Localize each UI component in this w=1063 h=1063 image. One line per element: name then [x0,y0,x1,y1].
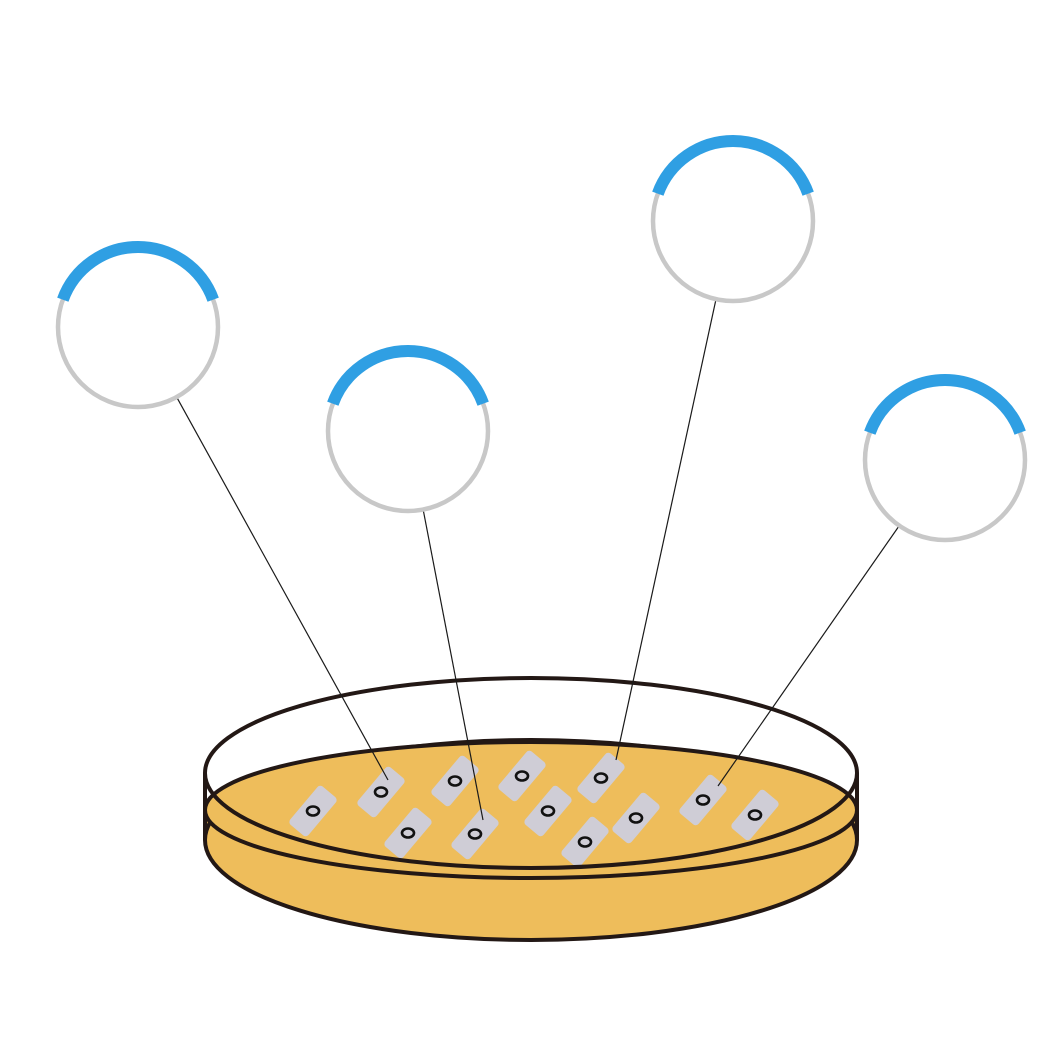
bacterium-body [451,808,499,860]
bacterium-plasmid-icon [400,827,416,839]
bacterium-body [524,785,572,837]
leader-lines [176,299,900,821]
bacterium-icon [289,785,337,837]
bacterium-plasmid-icon [540,805,556,817]
bacterium-plasmid-icon [373,786,389,798]
petri-dish-icon [203,676,859,942]
bacterium-plasmid-icon [447,775,463,787]
bacterium-plasmid-icon [577,836,593,848]
bacterium-body [289,785,337,837]
plasmid-icon [55,241,221,410]
bacterium-plasmid-icon [695,794,711,806]
plasmid-icon [325,345,491,514]
plasmid-group [55,135,1028,543]
bacterium-plasmid-icon [305,805,321,817]
plasmid-gene-arc [652,135,814,196]
plasmid-icon [650,135,816,304]
leader-line [422,509,484,821]
bacterium-body [731,789,779,841]
plasmid-gene-arc [327,345,489,406]
bacteria-group [289,750,779,868]
bacterium-body [384,807,432,859]
bacterium-body [561,816,609,868]
bacterium-icon [498,750,546,802]
leader-line [176,396,389,781]
bacterium-icon [679,774,727,826]
bacterium-body [357,766,405,818]
bacterium-body [577,752,625,804]
bacterium-icon [612,792,660,844]
bacterium-icon [451,808,499,860]
dish-rim [203,676,859,870]
bacterium-plasmid-icon [628,812,644,824]
bacterium-icon [561,816,609,868]
bacterium-plasmid-icon [593,772,609,784]
plasmid-gene-arc [57,241,219,302]
bacterium-icon [357,766,405,818]
bacterium-plasmid-icon [747,809,763,821]
bacterium-icon [431,755,479,807]
bacterium-plasmid-icon [467,828,483,840]
bacterium-body [612,792,660,844]
plasmid-gene-arc [864,374,1026,435]
bacterium-icon [577,752,625,804]
plasmid-icon [862,374,1028,543]
bacterium-icon [731,789,779,841]
leader-line [615,299,717,761]
bacterium-body [679,774,727,826]
bacterium-icon [524,785,572,837]
bacterium-plasmid-icon [514,770,530,782]
bacterium-body [498,750,546,802]
bacterium-icon [384,807,432,859]
bacterium-body [431,755,479,807]
leader-line [717,525,900,787]
